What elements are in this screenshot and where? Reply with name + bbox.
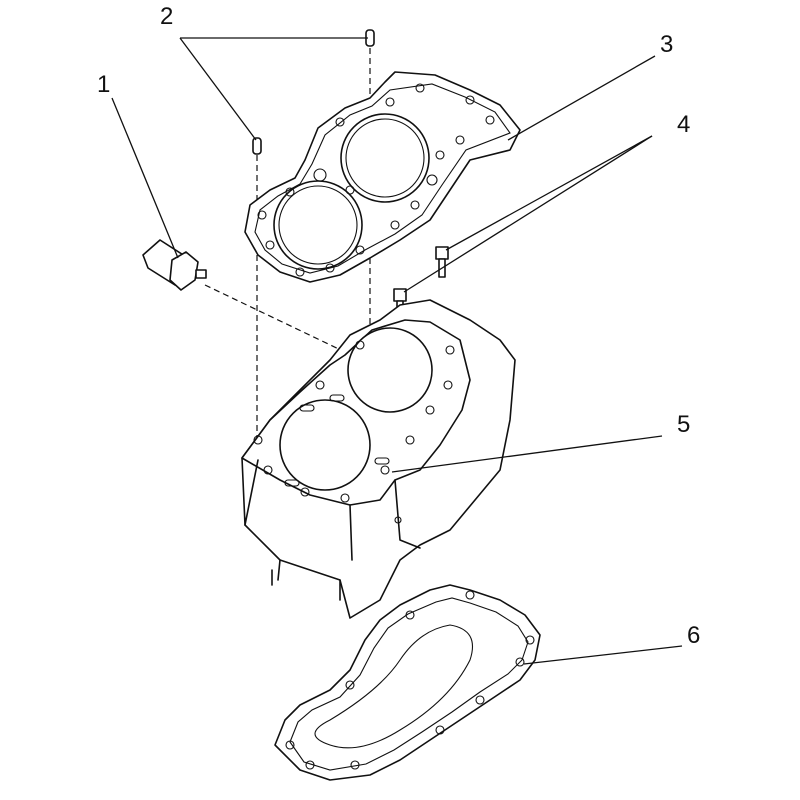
callout-4: 4 [677,111,690,138]
cylinder-block [241,299,516,619]
sensor [142,239,207,291]
callout-1: 1 [97,71,110,98]
base-gasket [274,584,541,781]
callout-5: 5 [677,411,690,438]
cylinder-head-gasket [244,71,521,283]
callout-labels: 1 2 3 4 5 6 [97,3,700,649]
leader-lines [111,37,683,665]
callout-3: 3 [660,31,673,58]
callout-2: 2 [160,3,173,30]
callout-6: 6 [687,622,700,649]
